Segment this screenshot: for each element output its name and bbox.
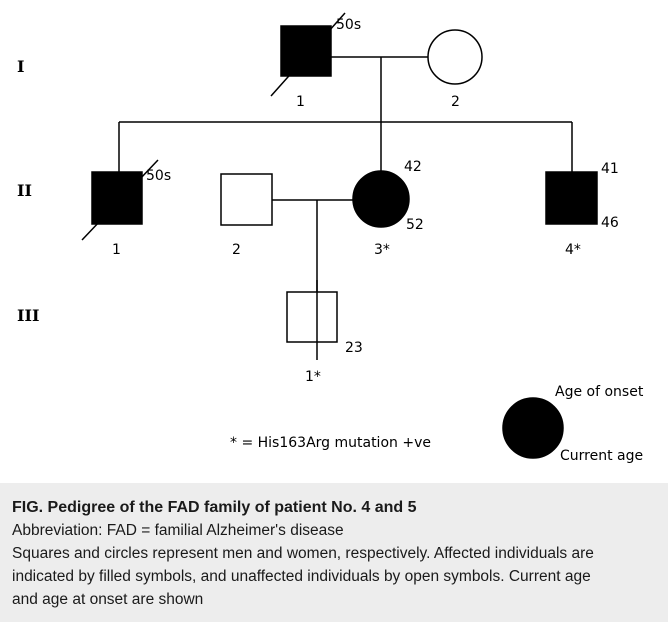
current-age-label: 46 (601, 215, 619, 231)
individual-number: 1 (112, 242, 121, 258)
deceased-slash (270, 12, 346, 97)
pedigree-diagram: I II III 50s 1 2 50s 1 2 42 52 3* 41 46 … (17, 12, 644, 464)
figure-caption: FIG. Pedigree of the FAD family of patie… (0, 483, 668, 622)
individual-III-1: 23 1* (286, 280, 363, 385)
current-age-label: 23 (345, 340, 363, 356)
male-affected-symbol (545, 171, 598, 225)
caption-title: FIG. Pedigree of the FAD family of patie… (12, 499, 417, 516)
individual-I-1: 50s 1 (270, 12, 361, 110)
individual-II-2: 2 (220, 173, 273, 258)
caption-line-2: indicated by filled symbols, and unaffec… (12, 568, 591, 585)
individual-number: 1* (305, 369, 321, 385)
legend-current-age: Current age (560, 448, 643, 464)
individual-number: 4* (565, 242, 581, 258)
caption-line-3: and age at onset are shown (12, 591, 204, 608)
male-unaffected-symbol (220, 173, 273, 226)
individual-number: 1 (296, 94, 305, 110)
current-age-label: 52 (406, 217, 424, 233)
male-affected-symbol (91, 171, 143, 225)
age-legend: Age of onset Current age (502, 384, 644, 464)
caption-abbreviation: Abbreviation: FAD = familial Alzheimer's… (12, 522, 344, 539)
generation-label-III: III (17, 306, 39, 325)
generation-label-I: I (17, 57, 24, 76)
onset-label: 42 (404, 159, 422, 175)
mutation-note: * = His163Arg mutation +ve (230, 435, 431, 451)
individual-II-4: 41 46 4* (545, 161, 619, 258)
individual-I-2: 2 (427, 29, 483, 110)
individual-number: 2 (451, 94, 460, 110)
individual-II-3: 42 52 3* (352, 159, 424, 258)
legend-age-of-onset: Age of onset (555, 384, 644, 400)
onset-label: 41 (601, 161, 619, 177)
male-affected-symbol (280, 25, 332, 77)
generation-label-II: II (17, 181, 32, 200)
female-unaffected-symbol (427, 29, 483, 85)
caption-line-1: Squares and circles represent men and wo… (12, 545, 594, 562)
onset-label: 50s (146, 168, 171, 184)
individual-II-1: 50s 1 (81, 159, 171, 258)
onset-label: 50s (336, 17, 361, 33)
deceased-slash (81, 159, 159, 241)
individual-number: 3* (374, 242, 390, 258)
individual-number: 2 (232, 242, 241, 258)
male-unaffected-symbol (286, 291, 338, 343)
legend-affected-symbol (502, 397, 564, 459)
female-affected-symbol (352, 170, 410, 228)
